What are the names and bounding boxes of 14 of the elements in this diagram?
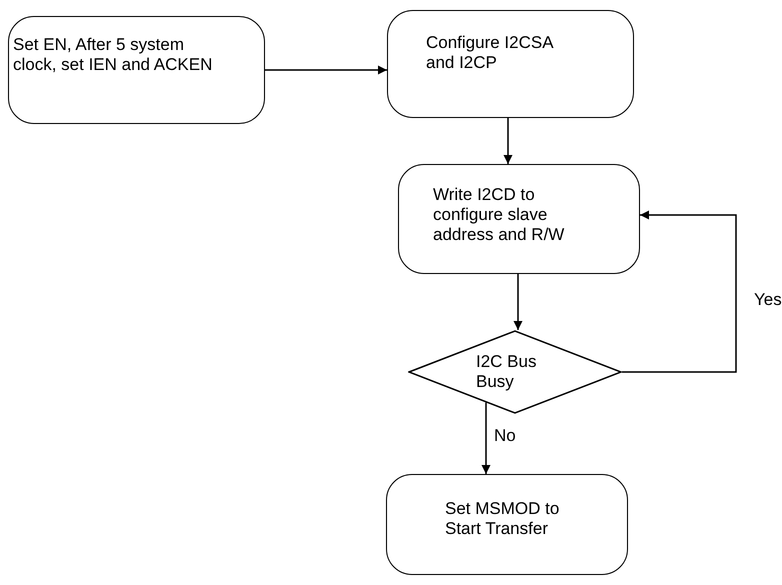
node-text: Configure I2CSA and I2CP [426, 33, 554, 73]
node-text: Write I2CD to configure slave address and R/W [433, 185, 566, 245]
process-box [386, 474, 628, 575]
process-box [387, 10, 634, 118]
node-text: I2C Bus Busy [476, 352, 538, 392]
process-box [8, 16, 265, 124]
arrow [482, 402, 490, 474]
process-box [398, 164, 640, 274]
arrow [265, 66, 387, 74]
arrow [514, 274, 522, 330]
arrow [622, 210, 737, 373]
arrow [504, 118, 512, 164]
node-text: Set MSMOD to Start Transfer [445, 499, 560, 539]
node-text: Set EN, After 5 system clock, set IEN and ACKEN [13, 35, 213, 75]
